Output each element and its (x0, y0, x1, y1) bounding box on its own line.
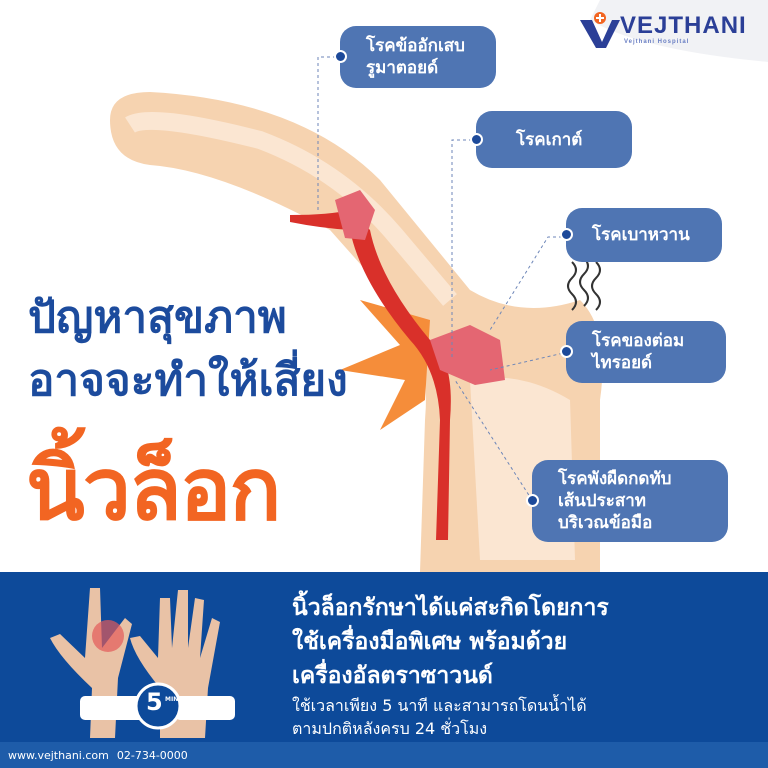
hands-illustration (50, 588, 235, 738)
headline-trigger-finger: นิ้วล็อก (26, 440, 282, 540)
label-gout: โรคเกาต์ (470, 111, 632, 168)
marker-dot-icon (526, 494, 539, 507)
label-thyroid: โรคของต่อม ไทรอยด์ (560, 321, 726, 383)
vejthani-logo: VEJTHANI Vejthani Hospital (578, 10, 748, 50)
logo-v-icon (580, 12, 620, 48)
logo-name: VEJTHANI (620, 12, 747, 39)
marker-dot-icon (470, 132, 483, 146)
headline-line-1: ปัญหาสุขภาพ (28, 292, 287, 343)
marker-dot-icon (560, 345, 573, 358)
headline-line-2: อาจจะทำให้เสี่ยง (28, 355, 348, 406)
label-rheumatoid-arthritis: โรคข้ออักเสบ รูมาตอยด์ (334, 26, 496, 88)
label-diabetes: โรคเบาหวาน (560, 208, 722, 262)
treatment-title-1: นิ้วล็อกรักษาได้แค่สะกิดโดยการ (292, 595, 609, 621)
pulley-1 (335, 190, 375, 240)
badge-number: 5 (146, 688, 163, 716)
marker-dot-icon (334, 50, 347, 63)
footer: www.vejthani.com 02-734-0000 (0, 742, 768, 768)
marker-dot-icon (560, 228, 573, 241)
treatment-title-2: ใช้เครื่องมือพิเศษ พร้อมด้วย (292, 629, 568, 655)
footer-phone: 02-734-0000 (116, 748, 188, 762)
footer-website[interactable]: www.vejthani.com (8, 748, 109, 762)
logo-tagline: Vejthani Hospital (624, 39, 690, 45)
tendon (290, 210, 451, 540)
pulley-2 (430, 325, 505, 385)
treatment-detail-2: ตามปกติหลังครบ 24 ชั่วโมง (292, 719, 488, 738)
treatment-title-3: เครื่องอัลตราซาวนด์ (292, 663, 493, 689)
label-carpal-tunnel: โรคพังผืดกดทับ เส้นประสาท บริเวณข้อมือ (526, 460, 728, 542)
badge-unit: MINS (165, 696, 183, 703)
treatment-detail-1: ใช้เวลาเพียง 5 นาที และสามารถโดนน้ำได้ (292, 696, 587, 715)
treatment-banner: 5 MINS นิ้วล็อกรักษาได้แค่สะกิดโดยการ ใช… (0, 572, 768, 742)
